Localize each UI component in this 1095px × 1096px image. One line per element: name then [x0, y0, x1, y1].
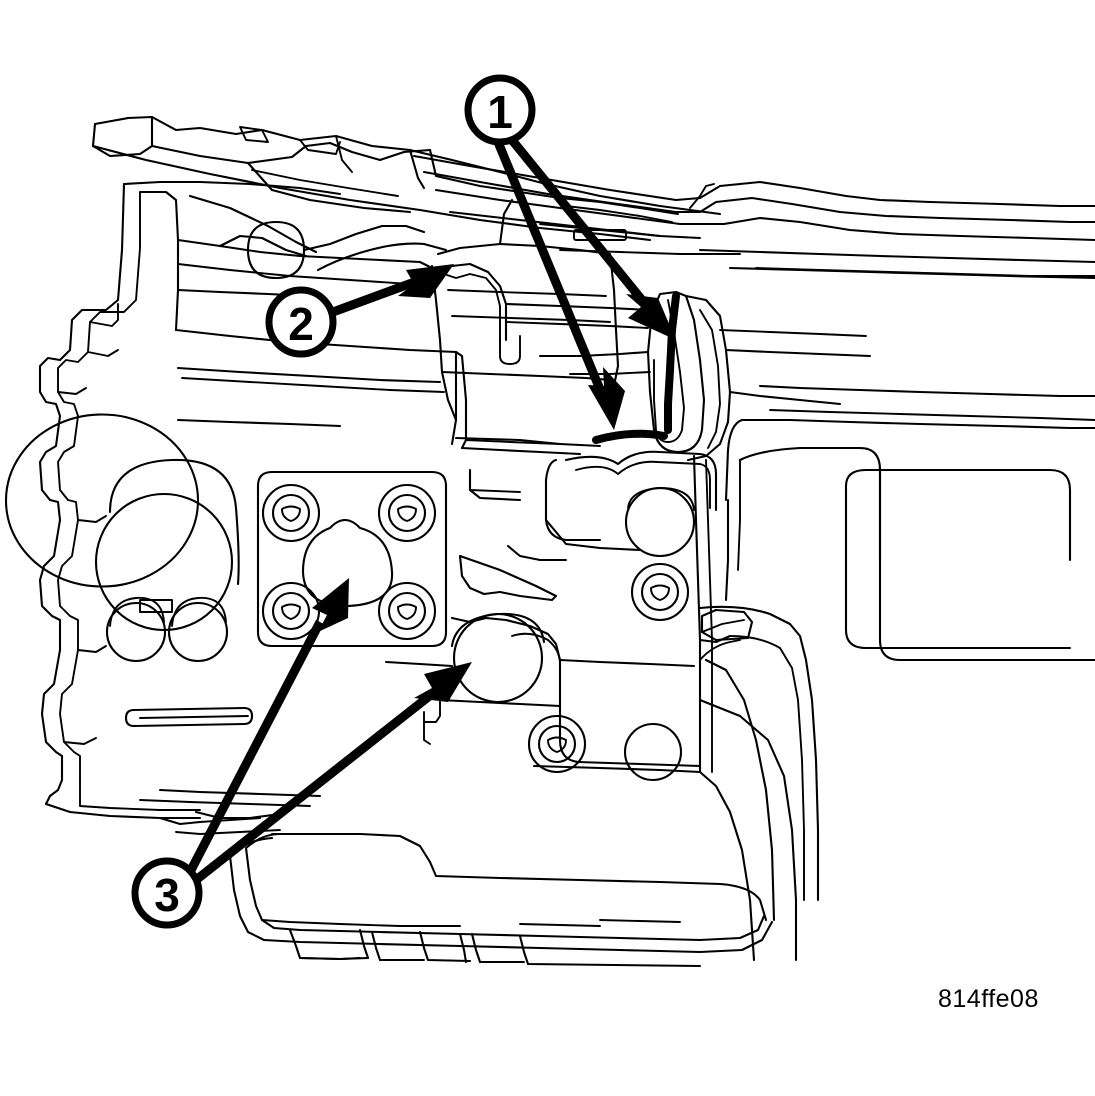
leader-1b: [493, 140, 611, 406]
callout-1-label: 1: [487, 86, 513, 138]
figure-id-label: 814ffe08: [938, 985, 1039, 1013]
leader-3b: [193, 690, 435, 884]
callout-2-circle[interactable]: [265, 286, 337, 358]
arrowhead-1b: [588, 367, 625, 430]
leader-2: [331, 275, 422, 317]
callout-1-circle[interactable]: [464, 74, 536, 146]
arrowhead-3a: [312, 578, 349, 632]
callout-2-label: 2: [288, 298, 314, 350]
callout-3-circle[interactable]: [131, 857, 203, 929]
callout-1[interactable]: 1: [464, 74, 536, 146]
arrowhead-1a: [626, 294, 676, 340]
callout-2[interactable]: 2: [265, 286, 337, 358]
leader-3a: [186, 619, 324, 875]
seal-pocket-fin: [538, 290, 872, 462]
left-case-outer-wall: [38, 180, 342, 820]
callout-3[interactable]: 3: [131, 857, 203, 929]
arrowhead-2: [398, 264, 454, 298]
arrowhead-3b: [414, 662, 472, 702]
callout-leaders: [186, 137, 676, 884]
callout-3-label: 3: [154, 869, 180, 921]
leader-1a: [508, 137, 659, 319]
oil-pan: [158, 810, 774, 968]
seal-accent-marks: [592, 292, 680, 444]
case-top-band: [412, 154, 1095, 280]
right-extension-housing: [698, 384, 1095, 962]
